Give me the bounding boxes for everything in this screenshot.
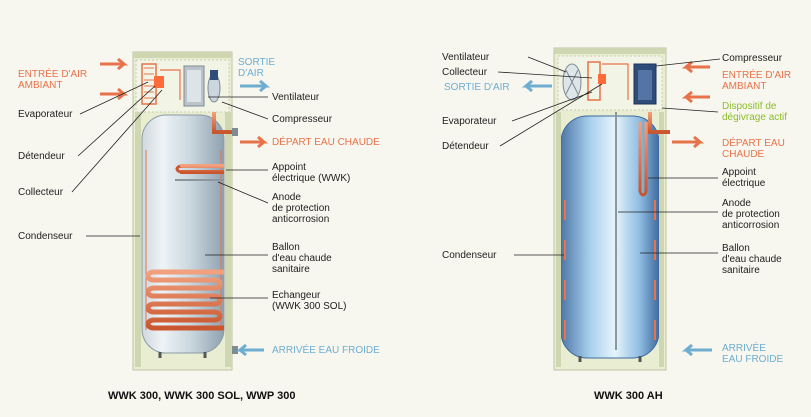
right-label-degivrage: Dispositif de dégivrage actif [722,101,788,123]
left-label-collecteur: Collecteur [18,187,64,198]
left-label-arrivee-eau-froide: ARRIVÉE EAU FROIDE [272,345,380,356]
left-label-echangeur: Echangeur (WWK 300 SOL) [272,290,347,312]
right-air-arrows [521,60,712,357]
left-leader-lines [71,81,269,299]
left-air-arrows [100,57,271,357]
left-label-evaporateur: Evaporateur [18,109,73,120]
right-label-arrivee-eau-froide: ARRIVÉE EAU FROIDE [722,343,784,365]
left-label-depart-eau-chaude: DÉPART EAU CHAUDE [272,137,380,148]
left-title: WWK 300, WWK 300 SOL, WWP 300 [108,390,296,402]
right-heat-pump-module [562,61,657,105]
left-label-appoint: Appoint électrique (WWK) [272,162,351,184]
right-label-anode: Anode de protection anticorrosion [722,198,780,231]
right-label-air-in: ENTRÉE D'AIR AMBIANT [722,70,792,92]
left-label-condenseur: Condenseur [18,231,73,242]
right-electric-heater [638,122,648,197]
left-label-air-out: SORTIE D'AIR [238,57,276,79]
left-label-compresseur: Compresseur [272,114,333,125]
right-tank [556,112,664,367]
left-label-air-in: ENTRÉE D'AIR AMBIANT [18,69,88,91]
right-label-detendeur: Détendeur [442,141,489,152]
right-title: WWK 300 AH [594,390,663,402]
right-label-depart-eau-chaude: DÉPART EAU CHAUDE [722,138,785,160]
left-label-anode: Anode de protection anticorrosion [272,192,330,225]
left-pipes [158,112,238,358]
right-label-sortie-air: SORTIE D'AIR [444,82,510,93]
left-heat-pump-module [141,63,221,107]
right-pipes [578,112,670,362]
left-exchanger-coil [145,269,224,331]
left-label-detendeur: Détendeur [18,151,65,162]
right-label-compresseur: Compresseur [722,53,783,64]
left-label-ventilateur: Ventilateur [272,92,320,103]
right-label-collecteur: Collecteur [442,67,488,78]
left-label-ballon: Ballon d'eau chaude sanitaire [272,242,332,275]
left-electric-heater [175,164,224,174]
right-label-ventilateur: Ventilateur [442,52,490,63]
right-label-appoint: Appoint électrique [722,167,766,189]
right-label-ballon: Ballon d'eau chaude sanitaire [722,243,782,276]
right-label-condenseur: Condenseur [442,250,497,261]
right-label-evaporateur: Evaporateur [442,116,497,127]
right-leader-lines [497,56,721,256]
